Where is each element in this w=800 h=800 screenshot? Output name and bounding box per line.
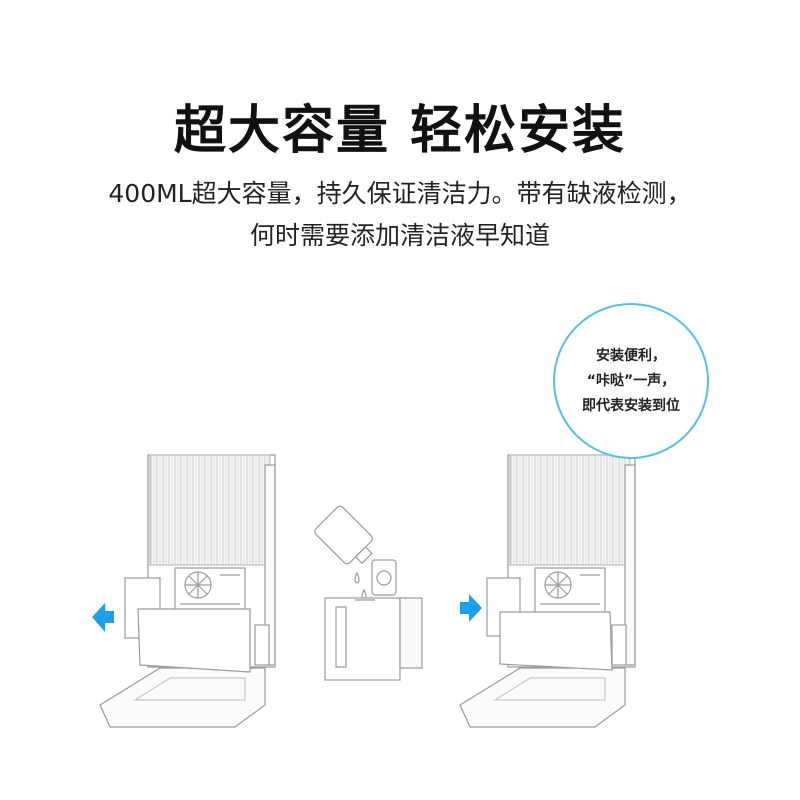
- subtitle-line-1: 400ML超大容量，持久保证清洁力。带有缺液检测，: [108, 179, 692, 208]
- callout-line-1: 安装便利，: [596, 347, 666, 364]
- refill-illustration: [314, 505, 423, 681]
- page-subtitle: 400ML超大容量，持久保证清洁力。带有缺液检测， 何时需要添加清洁液早知道: [0, 173, 800, 257]
- callout-bubble: 安装便利， “咔哒”一声， 即代表安装到位: [553, 303, 709, 459]
- arrow-left-icon: [92, 603, 114, 632]
- callout-line-2: “咔哒”一声，: [586, 372, 676, 389]
- arrow-right-icon: [460, 594, 482, 622]
- subtitle-line-2: 何时需要添加清洁液早知道: [249, 221, 550, 250]
- dock-station-left: [99, 454, 276, 728]
- page-title: 超大容量 轻松安装: [173, 101, 627, 161]
- callout-line-3: 即代表安装到位: [582, 397, 680, 414]
- dock-station-right: [459, 454, 636, 728]
- installation-illustration: [92, 454, 636, 728]
- bottle-icon: [314, 505, 373, 565]
